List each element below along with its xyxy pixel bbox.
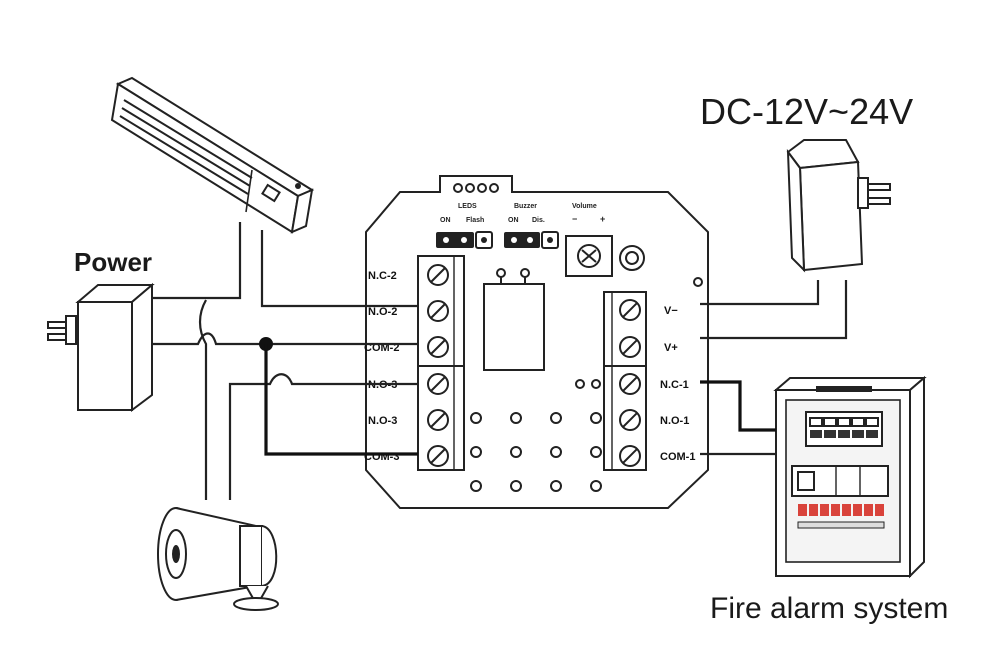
fire-alarm-label: Fire alarm system [710,592,948,625]
leds-header-label: LEDS [458,203,477,210]
volume-header-label: Volume [572,203,597,210]
terminal-label-vminus: V− [664,305,678,317]
terminal-label-no2: N.O-2 [368,306,397,318]
buzzer-on-label: ON [508,217,519,224]
power-label: Power [74,247,152,277]
screw-terminal[interactable] [427,336,449,358]
terminal-label-nc2: N.C-2 [368,270,397,282]
header-pins [453,183,499,193]
leds-jumper[interactable] [436,231,493,249]
volume-minus-label: − [572,214,577,224]
buzzer-jumper[interactable] [504,231,559,249]
terminal-label-no1: N.O-1 [660,415,689,427]
power-adapter-left [47,282,155,412]
buzzer-dis-label: Dis. [532,217,545,224]
screw-terminal[interactable] [427,300,449,322]
solder-pads [470,277,703,492]
screw-terminal[interactable] [619,409,641,431]
fire-alarm-panel [773,375,927,579]
panel-indicators [809,417,879,438]
terminal-label-nc1: N.C-1 [660,379,689,391]
terminal-label-no3-b: N.O-3 [368,415,397,427]
dc-voltage-label: DC-12V~24V [700,91,913,132]
buzzer-speaker [619,245,645,271]
screw-terminal[interactable] [427,445,449,467]
siren-horn [157,507,279,611]
wires [152,222,848,500]
screw-terminal[interactable] [427,264,449,286]
screw-terminal[interactable] [427,409,449,431]
magnetic-lock [110,76,315,234]
left-terminal-block [417,255,465,471]
right-terminal-block [603,291,647,471]
leds-on-label: ON [440,217,451,224]
panel-red-buttons[interactable] [798,504,884,516]
volume-plus-label: + [600,214,605,224]
screw-terminal[interactable] [619,336,641,358]
relay [483,268,545,371]
screw-terminal[interactable] [427,373,449,395]
dc-adapter-right [786,139,891,273]
volume-knob[interactable] [565,235,613,277]
screw-terminal[interactable] [619,445,641,467]
terminal-label-com1: COM-1 [660,451,695,463]
screw-terminal[interactable] [619,373,641,395]
terminal-label-vplus: V+ [664,342,678,354]
controller-board: LEDS ON Flash Buzzer ON Dis. Volume − + [364,175,709,509]
buzzer-header-label: Buzzer [514,203,537,210]
screw-terminal[interactable] [619,299,641,321]
leds-flash-label: Flash [466,217,484,224]
